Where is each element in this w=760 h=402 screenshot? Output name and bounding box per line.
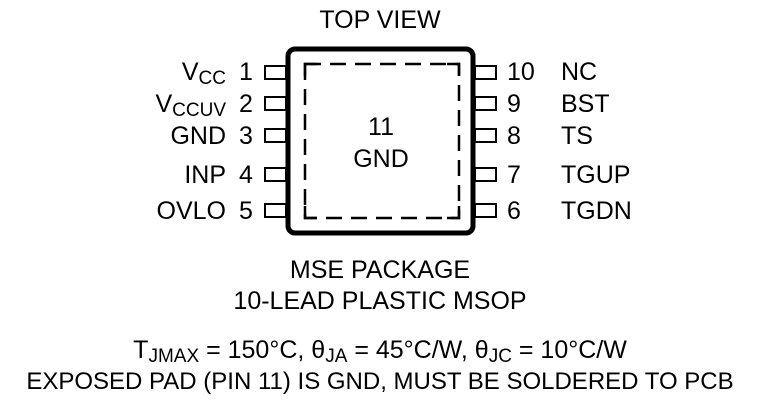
pin-name-6: TGDN — [561, 197, 632, 225]
pin-lead-9 — [474, 96, 497, 111]
pin-number-6: 6 — [507, 197, 521, 225]
pin-lead-5 — [264, 203, 287, 218]
exposed-pad-corners — [303, 62, 461, 220]
exposed-pad-note: EXPOSED PAD (PIN 11) IS GND, MUST BE SOL… — [26, 368, 734, 395]
package-name: MSE PACKAGE — [289, 256, 471, 284]
pin-number-1: 1 — [239, 58, 253, 86]
pin-number-7: 7 — [507, 161, 521, 189]
pin-number-8: 8 — [507, 122, 521, 150]
exposed-pad-number: 11 — [368, 113, 394, 141]
package-body — [285, 46, 476, 236]
pin-number-3: 3 — [239, 122, 253, 150]
top-view-title: TOP VIEW — [319, 6, 441, 34]
pin-number-9: 9 — [507, 90, 521, 118]
pin-number-5: 5 — [239, 197, 253, 225]
pin-lead-7 — [474, 167, 497, 182]
exposed-pad-outline — [303, 62, 461, 220]
pin-lead-4 — [264, 167, 287, 182]
pin-lead-1 — [264, 65, 287, 80]
pin-name-7: TGUP — [561, 161, 631, 189]
pin-name-9: BST — [561, 90, 610, 118]
left-pin-leads — [264, 65, 287, 218]
pin-number-4: 4 — [239, 161, 253, 189]
pin-name-2: VCCUV — [155, 90, 226, 121]
pin-name-1: VCC — [181, 58, 226, 89]
pin-name-5: OVLO — [156, 197, 226, 225]
exposed-pad-name: GND — [353, 145, 409, 173]
pin-number-2: 2 — [239, 90, 253, 118]
pin-name-10: NC — [561, 58, 598, 86]
package-description: 10-LEAD PLASTIC MSOP — [233, 287, 527, 315]
pin-lead-3 — [264, 128, 287, 143]
right-pin-leads — [474, 65, 497, 218]
pin-name-8: TS — [561, 122, 593, 150]
pin-lead-2 — [264, 96, 287, 111]
pin-lead-10 — [474, 65, 497, 80]
pin-name-4: INP — [184, 161, 226, 189]
pin-lead-6 — [474, 203, 497, 218]
pin-name-3: GND — [170, 122, 226, 150]
pin-number-10: 10 — [507, 58, 535, 86]
pin-lead-8 — [474, 128, 497, 143]
thermal-specs: TJMAX = 150°C, θJA = 45°C/W, θJC = 10°C/… — [133, 336, 627, 367]
